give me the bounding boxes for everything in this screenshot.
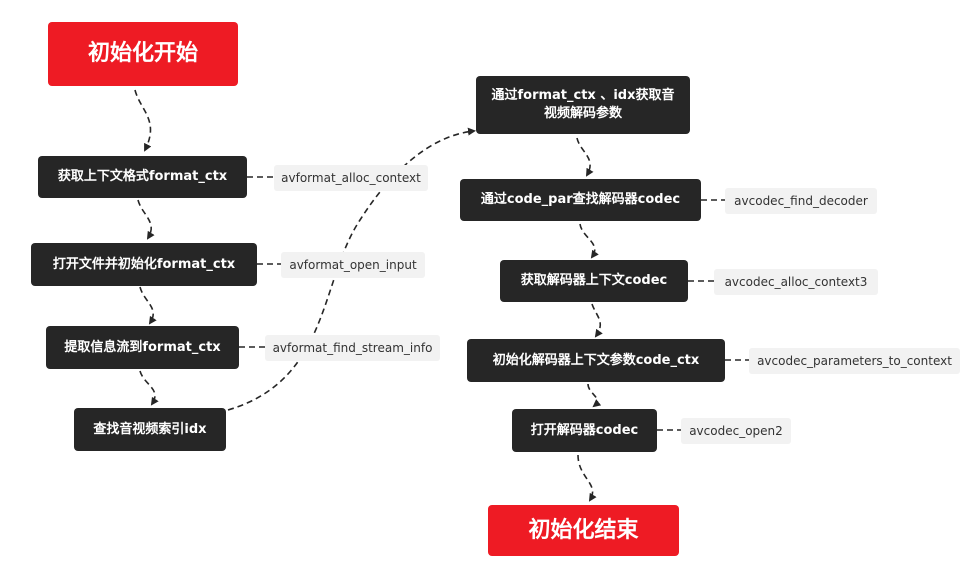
avformat-open-input-label: avformat_open_input (281, 252, 425, 278)
arrow-codecpar-to-find (576, 137, 594, 177)
alloc-codec-ctx-node[interactable]: 获取解码器上下文codec (500, 260, 688, 302)
arrow-allocctx-to-params (591, 303, 603, 338)
arrow-find-to-allocctx (579, 223, 599, 259)
init-start-node[interactable]: 初始化开始 (48, 22, 238, 86)
find-decoder-node[interactable]: 通过code_par查找解码器codec (460, 179, 701, 221)
avcodec-open2-label: avcodec_open2 (681, 418, 791, 444)
avcodec-find-decoder-label: avcodec_find_decoder (725, 188, 877, 214)
avcodec-parameters-to-context-label: avcodec_parameters_to_context (749, 348, 960, 374)
arrow-alloc-to-open (137, 199, 155, 240)
avcodec-alloc-context3-label: avcodec_alloc_context3 (714, 269, 878, 295)
arrow-stream-to-idx (139, 370, 159, 406)
avformat-find-stream-info-label: avformat_find_stream_info (265, 335, 440, 361)
avformat-alloc-context-label: avformat_alloc_context (274, 165, 428, 191)
init-end-node[interactable]: 初始化结束 (488, 505, 679, 556)
arrow-idx-to-codecpar (227, 127, 476, 411)
get-codec-par-node[interactable]: 通过format_ctx 、idx获取音视频解码参数 (476, 76, 690, 134)
find-av-index-node[interactable]: 查找音视频索引idx (74, 408, 226, 451)
arrow-params-to-open (587, 383, 602, 408)
find-stream-info-node[interactable]: 提取信息流到format_ctx (46, 326, 239, 369)
arrow-start-to-alloc (134, 89, 152, 152)
open-input-node[interactable]: 打开文件并初始化format_ctx (31, 243, 257, 286)
params-to-context-node[interactable]: 初始化解码器上下文参数code_ctx (467, 339, 725, 382)
arrow-open-to-stream (139, 286, 157, 325)
alloc-format-ctx-node[interactable]: 获取上下文格式format_ctx (38, 156, 247, 198)
arrow-open-to-end (577, 454, 597, 502)
open-codec-node[interactable]: 打开解码器codec (512, 409, 657, 452)
